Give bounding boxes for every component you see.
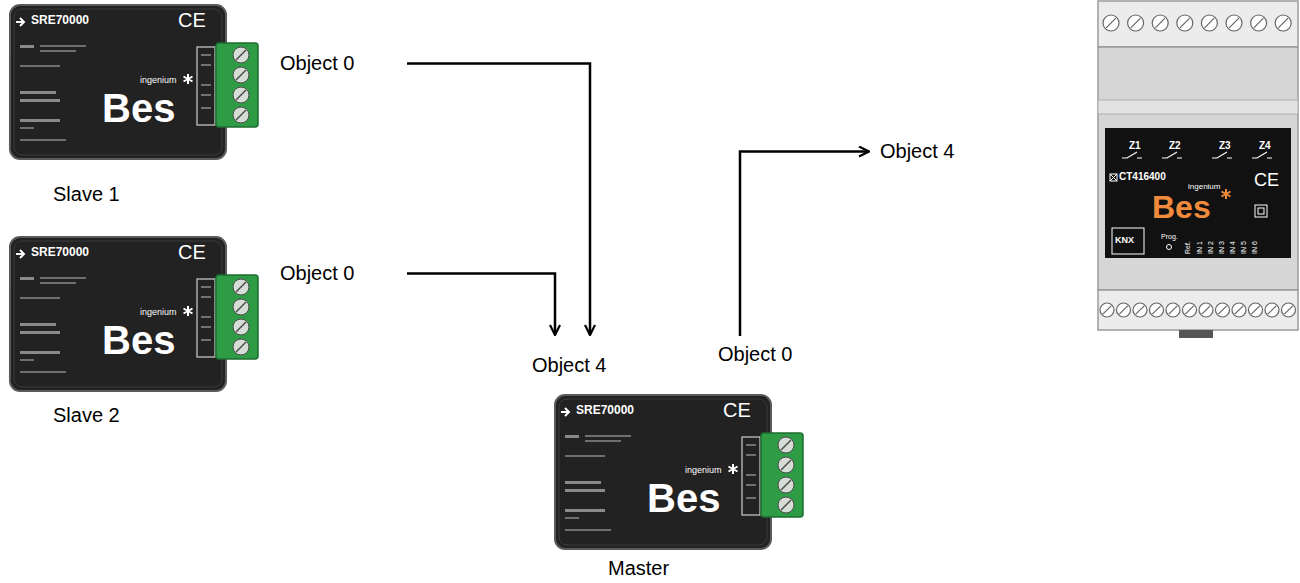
object-label: Slave 1 <box>53 183 120 206</box>
device-print: SRE70000 <box>31 14 89 28</box>
drawing-line <box>1152 306 1160 314</box>
device-print: IN 4 <box>1229 241 1237 254</box>
drawing-line <box>1180 18 1190 28</box>
device-print: SRE70000 <box>576 404 634 418</box>
drawing-line <box>1155 18 1165 28</box>
device-print: ingenium <box>140 307 177 317</box>
drawing-line <box>1268 306 1276 314</box>
device-print: IN 3 <box>1218 241 1226 254</box>
drawing-circle <box>1133 303 1147 317</box>
drawing-circle <box>1251 15 1267 31</box>
drawing-circle <box>1249 303 1263 317</box>
device-print: Z4 <box>1259 140 1271 152</box>
sensor-drawing <box>555 395 803 549</box>
sensor-device: SRE70000 CE ingeniumBesSlave 2 Object 0 <box>5 232 405 437</box>
device-print: Bes <box>1152 189 1211 226</box>
drawing-circle <box>1232 303 1246 317</box>
device-print: ingenium <box>685 465 722 475</box>
device-print: Bes <box>102 317 175 363</box>
object-label: Object 0 <box>280 262 354 285</box>
device-print: Ref. <box>1184 241 1192 254</box>
drawing-circle <box>1216 303 1230 317</box>
drawing-circle <box>1201 15 1217 31</box>
device-print: Z3 <box>1219 140 1231 152</box>
drawing-circle <box>1128 15 1144 31</box>
drawing-line <box>1284 306 1292 314</box>
drawing-circle <box>1183 303 1197 317</box>
object-label: Object 4 <box>532 354 606 377</box>
device-print: CE <box>178 9 206 32</box>
drawing-line <box>1254 18 1264 28</box>
drawing-circle <box>1103 15 1119 31</box>
drawing-circle <box>1282 303 1296 317</box>
device-print: CT416400 <box>1119 171 1166 183</box>
drawing-line <box>1235 306 1243 314</box>
drawing-line <box>1136 306 1144 314</box>
drawing-line <box>1251 306 1259 314</box>
actuator-drawing <box>1098 1 1298 338</box>
device-print: ingenium <box>140 75 177 85</box>
drawing-circle <box>1177 15 1193 31</box>
drawing-line <box>1229 18 1239 28</box>
sensor-drawing <box>10 5 258 159</box>
device-print: SRE70000 <box>31 246 89 260</box>
drawing-circle <box>1152 15 1168 31</box>
drawing-line <box>1185 306 1193 314</box>
object-label: Object 0 <box>718 343 792 366</box>
device-print: IN 2 <box>1207 241 1215 254</box>
drawing-line <box>1103 306 1111 314</box>
drawing-line <box>1131 18 1141 28</box>
drawing-circle <box>1199 303 1213 317</box>
device-print: CE <box>723 399 751 422</box>
screw-terminals <box>1100 15 1296 317</box>
device-print: Bes <box>102 85 175 131</box>
device-print: Prog. <box>1161 233 1178 241</box>
device-print: IN 1 <box>1196 241 1204 254</box>
drawing-circle <box>1265 303 1279 317</box>
drawing-circle <box>1166 303 1180 317</box>
device-print: CE <box>1254 170 1279 191</box>
signal-arrow <box>407 274 555 336</box>
object-label: Master <box>608 557 669 580</box>
drawing-line <box>1119 306 1127 314</box>
drawing-circle <box>1100 303 1114 317</box>
device-print: IN 5 <box>1240 241 1248 254</box>
drawing-line <box>1106 18 1116 28</box>
object-label: Object 4 <box>880 140 954 163</box>
device-print: KNX <box>1115 235 1134 245</box>
signal-arrow <box>407 64 590 336</box>
device-print: Z2 <box>1169 140 1181 152</box>
drawing-circle <box>1275 15 1291 31</box>
sensor-drawing <box>10 237 258 391</box>
signal-arrow <box>740 152 869 337</box>
device-print: Bes <box>647 475 720 521</box>
actuator-device: Object 4Z1Z2Z3Z4CT416400ingeniumBesCEKNX… <box>872 0 1300 340</box>
drawing-line <box>1169 306 1177 314</box>
device-print: CE <box>178 241 206 264</box>
object-label: Slave 2 <box>53 404 120 427</box>
sensor-device: SRE70000 CE ingeniumBesSlave 1 Object 0 <box>5 0 405 215</box>
drawing-circle <box>1150 303 1164 317</box>
device-print: IN 6 <box>1251 241 1259 254</box>
drawing-line <box>1202 306 1210 314</box>
drawing-circle <box>1117 303 1131 317</box>
device-print: Z1 <box>1129 140 1141 152</box>
object-label: Object 0 <box>280 52 354 75</box>
drawing-line <box>1278 18 1288 28</box>
sensor-device: Object 4 SRE70000 CE ingeniumBesMaster Objec… <box>520 338 830 583</box>
drawing-line <box>1205 18 1215 28</box>
drawing-circle <box>1226 15 1242 31</box>
drawing-line <box>1218 306 1226 314</box>
